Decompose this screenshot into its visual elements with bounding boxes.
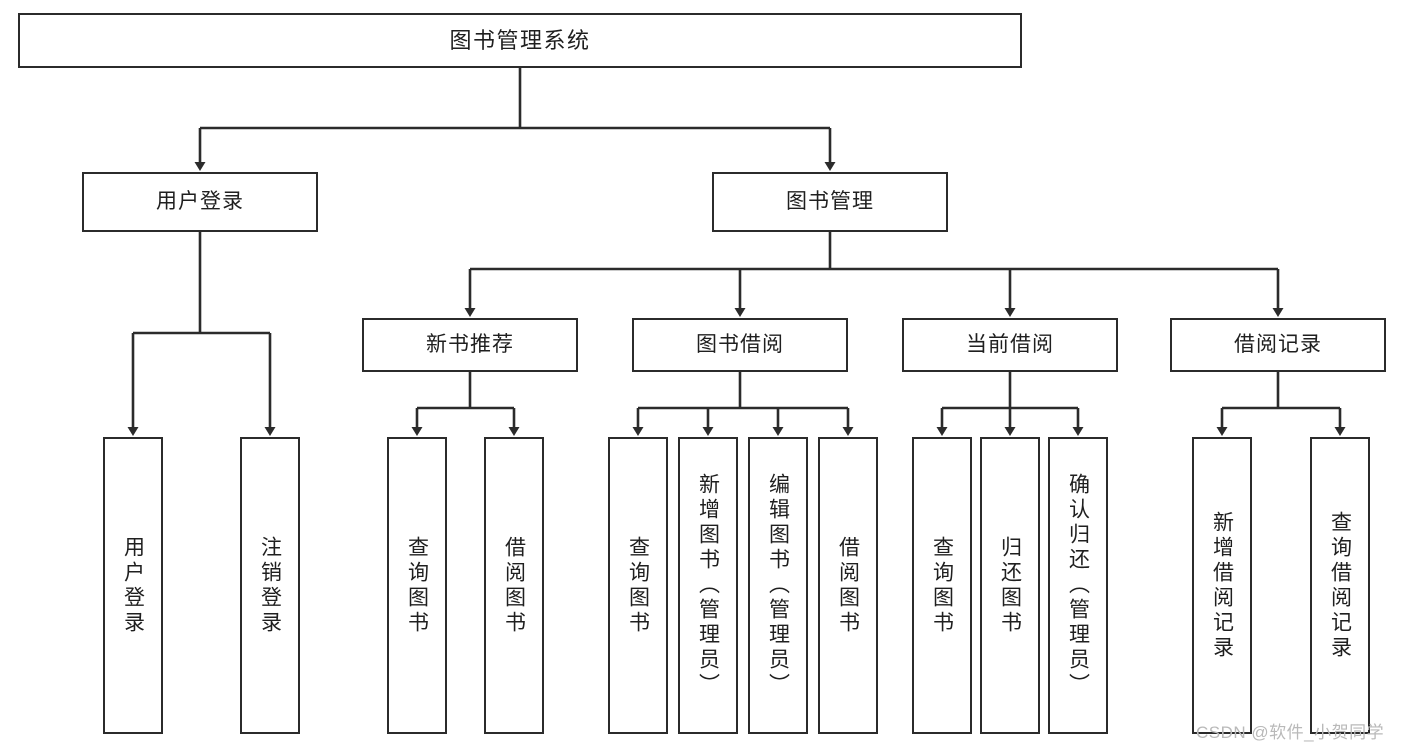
leaf-user-login[interactable]: 用户登录	[103, 437, 163, 734]
node-label: 当前借阅	[966, 332, 1054, 356]
leaf-query-book-current[interactable]: 查询图书	[912, 437, 972, 734]
leaf-edit-book-admin[interactable]: 编辑图书（管理员）	[748, 437, 808, 734]
node-label: 新增图书（管理员）	[696, 473, 720, 698]
node-book-borrow[interactable]: 图书借阅	[632, 318, 848, 372]
node-label: 查询图书	[930, 535, 954, 636]
node-new-book-recommend[interactable]: 新书推荐	[362, 318, 578, 372]
node-label: 查询图书	[405, 535, 429, 636]
node-label: 图书借阅	[696, 332, 784, 356]
node-current-borrow[interactable]: 当前借阅	[902, 318, 1118, 372]
node-label: 图书管理系统	[449, 27, 591, 53]
node-label: 借阅图书	[502, 535, 526, 636]
leaf-query-borrow-record[interactable]: 查询借阅记录	[1310, 437, 1370, 734]
node-label: 确认归还（管理员）	[1066, 473, 1090, 698]
node-label: 借阅记录	[1234, 332, 1322, 356]
csdn-watermark: CSDN @软件_小贺同学	[1196, 723, 1385, 742]
node-label: 注销登录	[258, 535, 282, 636]
leaf-borrow-book[interactable]: 借阅图书	[818, 437, 878, 734]
node-label: 借阅图书	[836, 535, 860, 636]
node-root-book-management-system[interactable]: 图书管理系统	[18, 13, 1022, 68]
leaf-add-borrow-record[interactable]: 新增借阅记录	[1192, 437, 1252, 734]
node-book-management[interactable]: 图书管理	[712, 172, 948, 232]
node-user-login[interactable]: 用户登录	[82, 172, 318, 232]
leaf-logout-login[interactable]: 注销登录	[240, 437, 300, 734]
node-label: 新书推荐	[426, 332, 514, 356]
leaf-query-book-borrow[interactable]: 查询图书	[608, 437, 668, 734]
node-label: 新增借阅记录	[1210, 510, 1234, 661]
leaf-add-book-admin[interactable]: 新增图书（管理员）	[678, 437, 738, 734]
node-label: 查询图书	[626, 535, 650, 636]
leaf-confirm-return-admin[interactable]: 确认归还（管理员）	[1048, 437, 1108, 734]
node-label: 用户登录	[121, 535, 145, 636]
leaf-return-book[interactable]: 归还图书	[980, 437, 1040, 734]
node-label: 用户登录	[156, 189, 244, 213]
node-label: 查询借阅记录	[1328, 510, 1352, 661]
node-label: 图书管理	[786, 189, 874, 213]
leaf-borrow-book-recommend[interactable]: 借阅图书	[484, 437, 544, 734]
node-label: 编辑图书（管理员）	[766, 473, 790, 698]
node-label: 归还图书	[998, 535, 1022, 636]
node-borrow-record[interactable]: 借阅记录	[1170, 318, 1386, 372]
leaf-query-book-recommend[interactable]: 查询图书	[387, 437, 447, 734]
